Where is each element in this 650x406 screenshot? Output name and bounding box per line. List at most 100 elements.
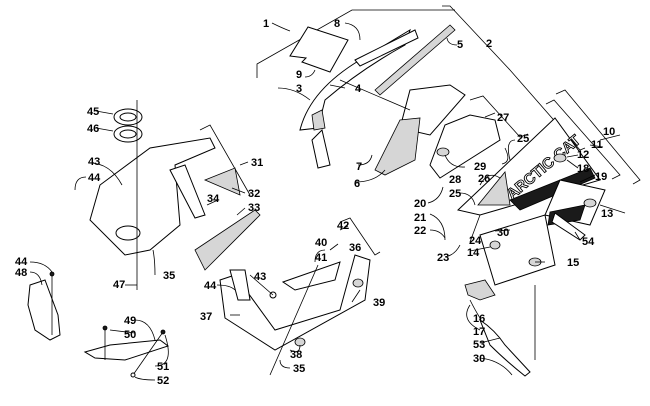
part-44-bracket	[229, 269, 251, 301]
callout-20: 20	[414, 198, 426, 210]
callout-24: 24	[469, 235, 482, 247]
callout-28: 28	[449, 174, 461, 186]
callout-7: 7	[356, 161, 362, 173]
part-39-pad	[352, 278, 364, 288]
callout-9: 9	[296, 69, 302, 81]
callout-40: 40	[315, 237, 327, 249]
part-36-lower-pan	[219, 254, 371, 351]
part-3-shaded	[311, 109, 326, 131]
callout-30-upper: 30	[497, 227, 509, 239]
callout-53: 53	[473, 339, 485, 351]
callout-17: 17	[473, 326, 485, 338]
bracket-27	[469, 95, 529, 138]
callout-51: 51	[157, 361, 169, 373]
lower-belly-pan	[219, 254, 371, 376]
callout-31: 31	[251, 157, 263, 169]
part-34-bracket	[169, 164, 206, 219]
part-28-pad	[436, 147, 450, 157]
part-50-bolt	[102, 325, 108, 331]
part-5-strip	[374, 24, 456, 96]
callout-48: 48	[15, 267, 27, 279]
part-3-lower	[311, 129, 331, 169]
part-40-trim	[281, 261, 341, 291]
callout-23: 23	[437, 252, 449, 264]
callout-44-upper: 44	[88, 172, 101, 184]
callout-labels: 1 2 3 4 5 6 7 8 9 10 11 12 13 14 15 16 1…	[15, 18, 615, 387]
callout-44-side: 44	[15, 256, 28, 268]
part-14-pad	[489, 240, 501, 250]
callout-30-lower: 30	[473, 353, 485, 365]
part-16-grille	[464, 279, 496, 301]
leader-51-52-line	[132, 331, 164, 376]
callout-22: 22	[414, 225, 426, 237]
part-45-inner	[119, 112, 137, 122]
part-53-trim	[478, 318, 531, 377]
callout-37: 37	[200, 311, 212, 323]
part-18-pad	[553, 153, 567, 163]
callout-27: 27	[497, 112, 509, 124]
callout-47: 47	[113, 279, 125, 291]
callout-43-upper: 43	[88, 156, 100, 168]
part-27-housing	[429, 114, 501, 179]
callout-2: 2	[486, 38, 492, 50]
callout-5: 5	[457, 39, 463, 51]
callout-6: 6	[354, 178, 360, 190]
callout-39: 39	[373, 297, 385, 309]
callout-1: 1	[263, 18, 269, 30]
callout-33: 33	[248, 202, 260, 214]
callout-49: 49	[124, 315, 136, 327]
assembly-brackets	[199, 5, 641, 256]
callout-50: 50	[124, 329, 136, 341]
callout-16: 16	[473, 313, 485, 325]
callout-26: 26	[478, 173, 490, 185]
callout-11: 11	[591, 139, 603, 151]
callout-34: 34	[207, 193, 220, 205]
callout-38: 38	[290, 349, 302, 361]
callout-15: 15	[567, 257, 579, 269]
callout-10: 10	[603, 126, 615, 138]
callout-25-upper: 25	[517, 133, 529, 145]
callout-8: 8	[334, 18, 340, 30]
part-9-decal	[289, 26, 349, 73]
callout-32: 32	[248, 188, 260, 200]
headlight-housing	[429, 114, 501, 179]
callout-18: 18	[577, 163, 589, 175]
part-31-belly-pan	[89, 137, 216, 256]
part-15-lower-nose	[479, 214, 556, 286]
callout-46: 46	[87, 123, 99, 135]
belly-pan-hole	[115, 225, 141, 241]
part-6-pad	[374, 117, 421, 176]
part-32-pad	[203, 167, 241, 196]
callout-45: 45	[87, 106, 99, 118]
leader-lines	[29, 22, 626, 381]
nose-black-stripe	[509, 167, 596, 211]
upper-belly-pan	[89, 100, 261, 290]
leader-4-line	[339, 79, 411, 111]
side-panel	[27, 271, 61, 341]
callout-4: 4	[355, 83, 362, 95]
nose-cone: ARCTIC CAT	[456, 117, 606, 377]
callout-21: 21	[414, 212, 426, 224]
leader-35-axis	[269, 264, 319, 376]
bracket-10	[555, 89, 641, 185]
part-46-inner	[119, 129, 137, 139]
callout-52: 52	[157, 375, 169, 387]
callout-54: 54	[582, 236, 595, 248]
part-8-trim	[354, 29, 419, 67]
callout-35-lower: 35	[293, 363, 305, 375]
callout-19: 19	[595, 171, 607, 183]
callout-13: 13	[601, 208, 613, 220]
part-38-pad	[294, 337, 306, 347]
part-33-pad	[194, 209, 261, 271]
callout-3: 3	[296, 83, 302, 95]
part-51-bolt	[160, 329, 166, 335]
callout-44-lower: 44	[204, 280, 217, 292]
bracket-36	[339, 217, 381, 256]
part-52-nut	[130, 372, 136, 378]
callout-41: 41	[315, 252, 327, 264]
callout-29: 29	[474, 161, 486, 173]
part-48-side-panel	[27, 279, 61, 341]
callout-12: 12	[577, 149, 589, 161]
part-13-pad	[583, 198, 597, 208]
